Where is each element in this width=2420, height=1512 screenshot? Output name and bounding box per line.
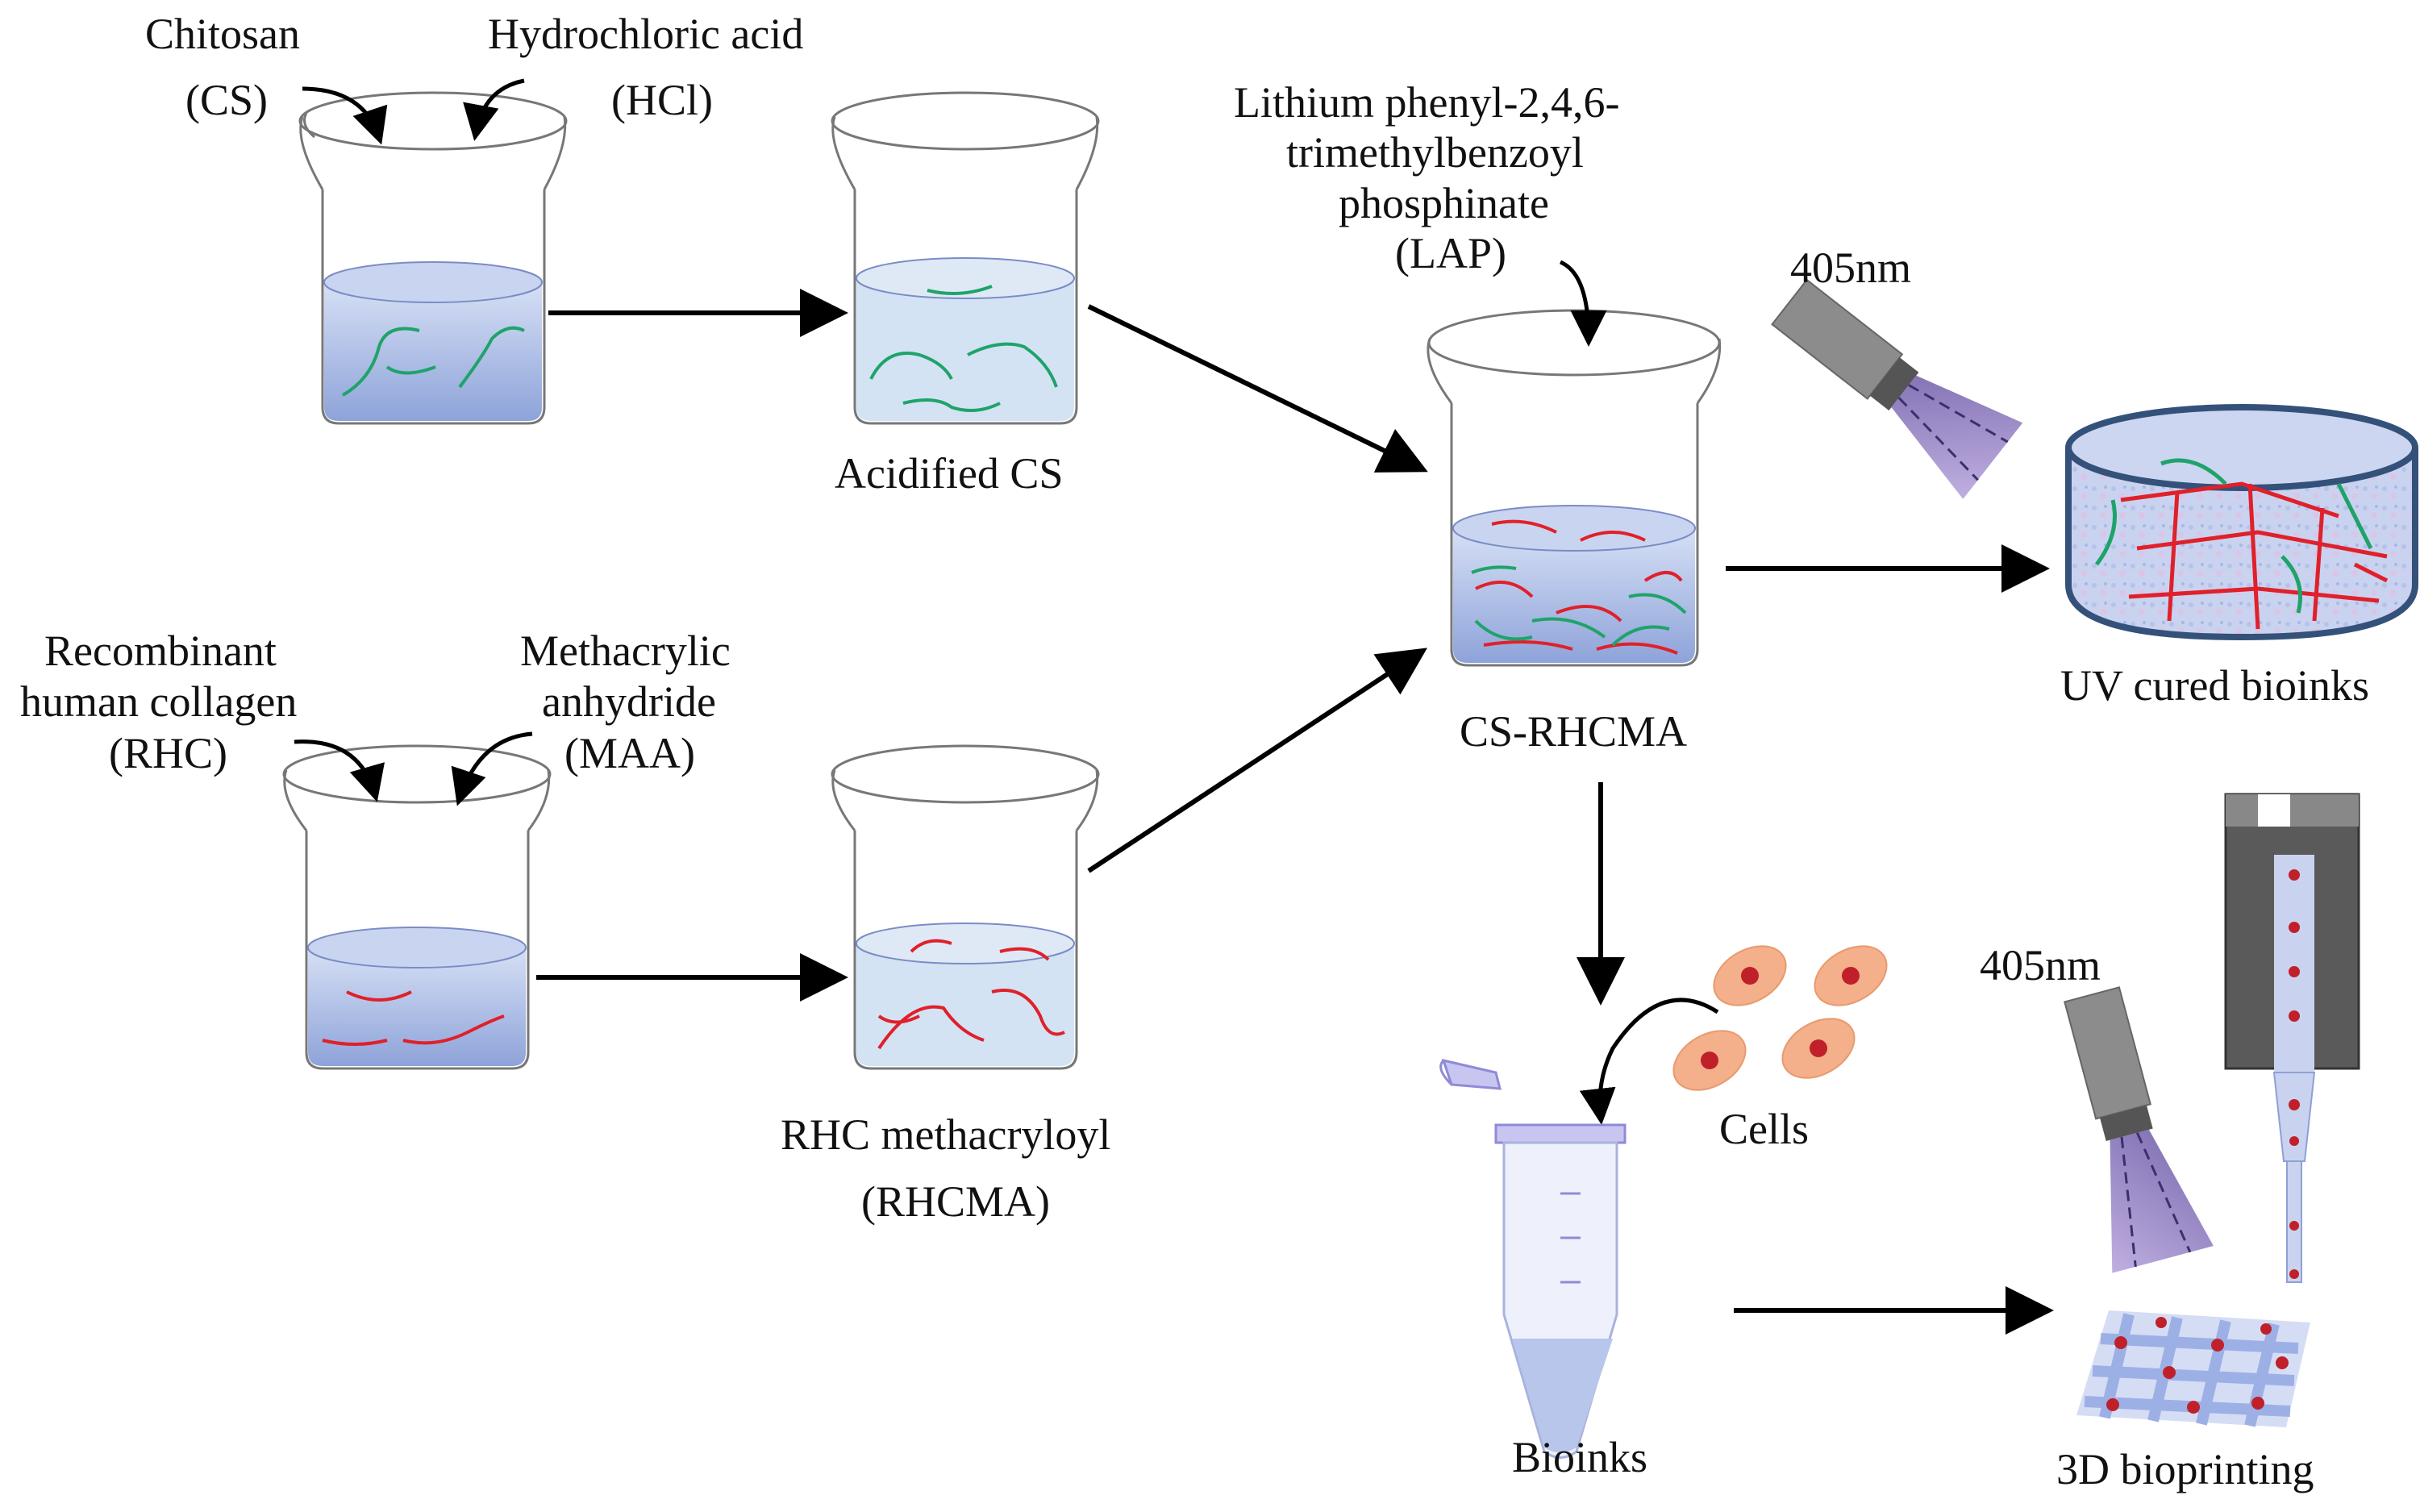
uv-cured-dish: [2065, 404, 2418, 641]
label-405nm-bottom: 405nm: [1980, 941, 2101, 989]
cell: [1781, 1018, 1856, 1079]
label-cs-rhcma: CS-RHCMA: [1460, 707, 1687, 756]
label-rhcma-line2: (RHCMA): [861, 1177, 1050, 1226]
label-405nm-top: 405nm: [1790, 244, 1911, 292]
arrow-rhcma-to-mix: [1087, 648, 1428, 873]
label-bioinks: Bioinks: [1512, 1433, 1647, 1481]
label-rhc-line3: (RHC): [109, 729, 227, 777]
bioinks-tube: [1439, 1058, 1627, 1459]
label-maa-line2: anhydride: [542, 677, 716, 726]
label-rhc-line2: human collagen: [20, 677, 297, 726]
label-3d-bioprinting: 3D bioprinting: [2056, 1445, 2314, 1493]
cell: [1713, 945, 1787, 1006]
beaker-rhc: [282, 744, 552, 1070]
label-rhc-line1: Recombinant: [44, 627, 277, 675]
uv-lamp-top: [1771, 278, 2023, 499]
rhcma-fibers: [877, 939, 1065, 1050]
label-hydrochloric-acid: Hydrochloric acid: [488, 10, 803, 58]
uv-lamp-bottom: [2064, 986, 2214, 1273]
bioprinter-nozzle: [2224, 793, 2360, 1283]
cells: [1672, 945, 1888, 1091]
beaker-acidified-cs: [831, 91, 1100, 425]
cell: [1814, 945, 1888, 1006]
rhc-fibers: [322, 990, 505, 1046]
acidified-cs-fibers: [869, 285, 1058, 412]
chitosan-fibers: [342, 326, 525, 397]
beaker-rhcma: [831, 744, 1100, 1070]
label-maa-line1: Methacrylic: [520, 627, 731, 675]
label-maa-line3: (MAA): [564, 729, 695, 777]
arrow-acidified-to-mix: [1087, 304, 1428, 473]
input-arrows: [294, 78, 1719, 1125]
label-acidified-cs: Acidified CS: [835, 449, 1063, 498]
arrows: [536, 289, 2054, 1335]
printed-lattice: [2076, 1310, 2310, 1427]
label-uv-cured-bioinks: UV cured bioinks: [2060, 661, 2369, 710]
label-lap-line4: (LAP): [1395, 229, 1506, 277]
label-hcl: (HCl): [611, 76, 713, 124]
crosslinked-network: [2120, 481, 2389, 630]
cell: [1672, 1030, 1747, 1091]
label-lap-line1: Lithium phenyl-2,4,6-: [1234, 78, 1619, 127]
beaker-cs-rhcma: [1427, 309, 1722, 667]
label-chitosan: Chitosan: [145, 10, 300, 58]
label-lap-line3: phosphinate: [1339, 179, 1549, 227]
label-cells: Cells: [1719, 1105, 1809, 1153]
label-lap-line2: trimethylbenzoyl: [1286, 128, 1584, 177]
label-rhcma-line1: RHC methacryloyl: [781, 1110, 1110, 1159]
beaker-chitosan: [298, 91, 568, 425]
cs-rhcma-fibers: [1471, 519, 1687, 655]
labels: Chitosan (CS) Hydrochloric acid (HCl) Ac…: [20, 10, 2369, 1493]
label-cs: (CS): [185, 76, 268, 124]
